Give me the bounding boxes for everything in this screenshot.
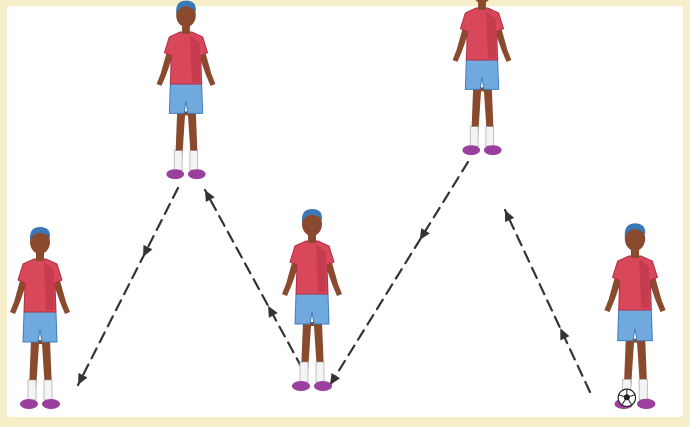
shoe-right — [314, 381, 332, 391]
shoe-right — [637, 399, 655, 409]
sock-right — [486, 127, 494, 147]
sock-right — [190, 151, 198, 171]
neck — [36, 253, 44, 261]
sock-right — [44, 380, 52, 400]
shoe-left — [166, 169, 184, 179]
shirt — [290, 241, 334, 294]
soccer-ball-icon — [618, 389, 635, 406]
shoe-left — [292, 381, 310, 391]
head — [472, 0, 492, 3]
neck — [308, 235, 316, 243]
shirt — [460, 8, 503, 60]
shoe-left — [20, 399, 38, 409]
sock-right — [639, 379, 647, 399]
shirt — [164, 32, 207, 84]
sock-left — [470, 127, 478, 147]
sock-left — [28, 380, 36, 400]
sock-left — [174, 151, 182, 171]
neck — [182, 26, 190, 34]
shoe-right — [42, 399, 60, 409]
shoe-right — [484, 145, 502, 155]
shirt — [18, 259, 62, 312]
sock-left — [300, 362, 308, 382]
shoe-left — [462, 145, 480, 155]
shirt — [613, 256, 658, 310]
paper-background — [7, 6, 683, 417]
neck — [478, 2, 486, 10]
sock-right — [316, 362, 324, 382]
neck — [631, 250, 639, 258]
shoe-right — [188, 169, 206, 179]
